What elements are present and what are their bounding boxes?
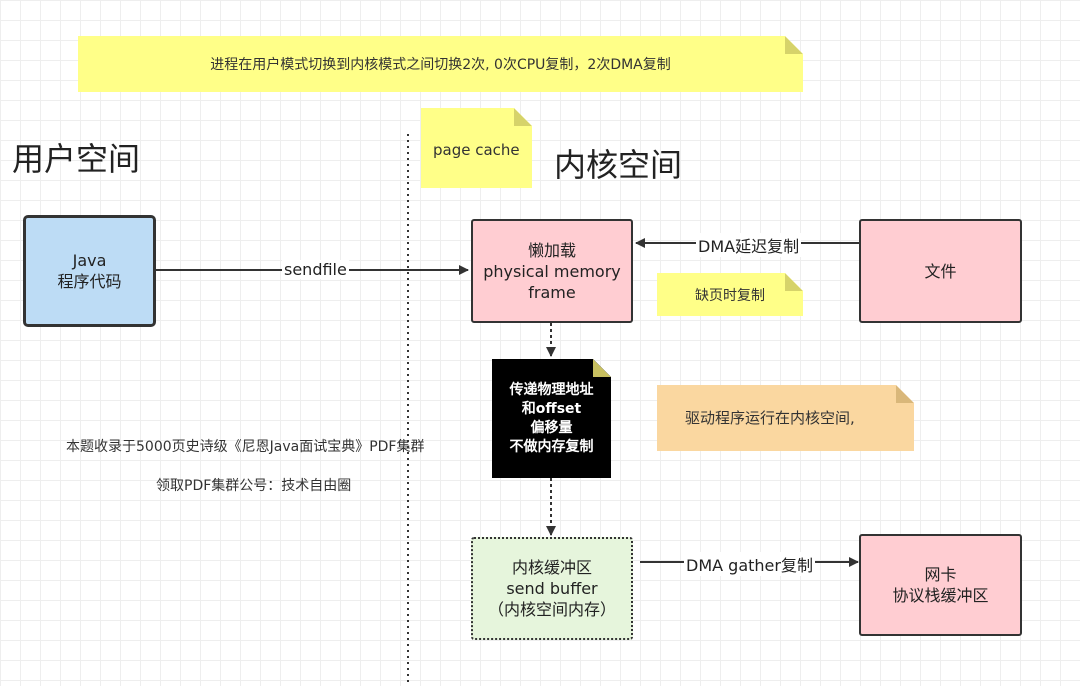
dma-gather-label: DMA gather复制 — [684, 552, 815, 576]
box-line: Java — [72, 251, 107, 270]
java-program-box: Java 程序代码 — [23, 215, 156, 327]
footer-line-1: 本题收录于5000页史诗级《尼恩Java面试宝典》PDF集群 — [66, 439, 425, 455]
pass-address-note: 传递物理地址 和offset 偏移量 不做内存复制 — [492, 359, 611, 478]
file-box: 文件 — [859, 219, 1022, 323]
page-cache-note: page cache — [421, 108, 532, 188]
driver-note: 驱动程序运行在内核空间, — [657, 385, 914, 451]
page-fault-note: 缺页时复制 — [657, 273, 803, 316]
box-line: 程序代码 — [57, 272, 122, 291]
summary-note: 进程在用户模式切换到内核模式之间切换2次, 0次CPU复制，2次DMA复制 — [78, 36, 803, 92]
kernel-buffer-box: 内核缓冲区 send buffer （内核空间内存） — [471, 537, 633, 640]
lazy-load-box: 懒加载 physical memory frame — [471, 219, 633, 323]
note-line: 传递物理地址 — [509, 381, 594, 398]
box-line: physical memory — [483, 261, 621, 281]
note-line: 和offset — [521, 400, 582, 417]
page-cache-text: page cache — [433, 141, 520, 159]
box-line: 文件 — [924, 261, 957, 281]
note-line: 偏移量 — [530, 419, 573, 436]
box-line: 懒加载 — [527, 240, 576, 260]
footer-line-2: 领取PDF集群公号：技术自由圈 — [156, 478, 352, 494]
box-line: frame — [528, 282, 576, 302]
box-line: 内核缓冲区 — [511, 558, 592, 577]
box-line: 网卡 — [924, 565, 957, 584]
box-line: （内核空间内存） — [487, 600, 616, 619]
kernel-space-title: 内核空间 — [554, 146, 683, 184]
page-fault-text: 缺页时复制 — [695, 287, 765, 304]
summary-note-text: 进程在用户模式切换到内核模式之间切换2次, 0次CPU复制，2次DMA复制 — [210, 57, 671, 73]
sendfile-label: sendfile — [282, 260, 349, 279]
user-space-title: 用户空间 — [12, 140, 141, 178]
nic-box: 网卡 协议栈缓冲区 — [859, 534, 1022, 636]
note-line: 不做内存复制 — [509, 438, 594, 455]
driver-text: 驱动程序运行在内核空间, — [685, 409, 855, 427]
box-line: 协议栈缓冲区 — [892, 586, 989, 605]
dma-lazy-copy-label: DMA延迟复制 — [696, 233, 802, 257]
box-line: send buffer — [506, 579, 598, 598]
